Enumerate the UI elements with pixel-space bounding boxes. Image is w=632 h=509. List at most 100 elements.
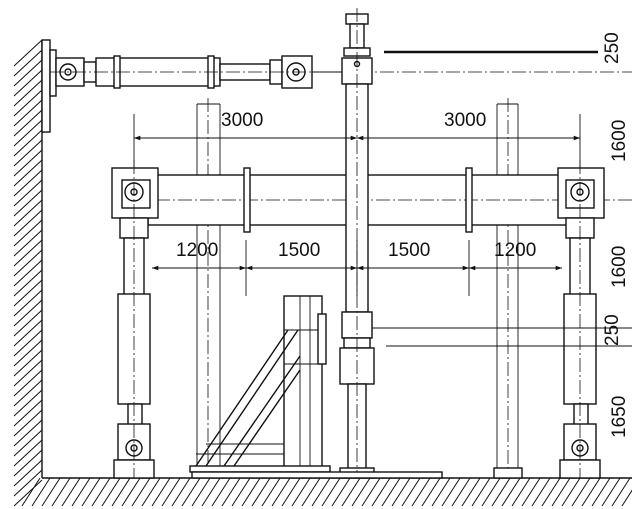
wall-hatch-line <box>13 239 43 267</box>
main-beam <box>112 167 632 233</box>
wall-hatch-line <box>13 369 43 397</box>
floor-hatch-line <box>371 477 391 507</box>
wall-hatch-line <box>13 129 43 157</box>
wall-hatch-line <box>13 119 43 147</box>
wall-hatch-line <box>13 419 43 447</box>
floor-hatch-line <box>281 477 301 507</box>
floor-hatch-line <box>331 477 351 507</box>
floor-hatch-line <box>31 477 51 507</box>
floor-hatch-line <box>551 477 571 507</box>
wall-bracket <box>41 39 57 133</box>
floor-hatch-line <box>601 477 621 507</box>
floor-hatch-line <box>471 477 491 507</box>
floor-hatch-line <box>191 477 211 507</box>
floor-hatch-line <box>271 477 291 507</box>
wall-hatching <box>13 39 43 507</box>
dimension-label-top-left: 3000 <box>221 110 263 131</box>
floor-hatch-line <box>101 477 121 507</box>
floor-hatch-line <box>491 477 511 507</box>
wall-hatch-line <box>13 319 43 347</box>
wall-hatch-line <box>13 209 43 237</box>
wall-hatch-line <box>13 439 43 467</box>
dimension-label-bay-2: 1500 <box>278 240 320 261</box>
wall-hatch-line <box>13 179 43 207</box>
floor-hatch-line <box>381 477 401 507</box>
floor-hatch-line <box>301 477 321 507</box>
floor-hatch-line <box>401 477 421 507</box>
floor-hatch-line <box>581 477 601 507</box>
dimension-label-right-upper: 1600 <box>609 120 630 162</box>
wall-hatch-line <box>13 79 43 107</box>
wall-hatch-line <box>13 89 43 117</box>
right-actuator <box>557 160 605 479</box>
rear-column-left <box>196 98 221 474</box>
floor-hatch-line <box>411 477 431 507</box>
wall-hatch-line <box>13 269 43 297</box>
dimension-label-top-right: 3000 <box>444 110 486 131</box>
wall-hatch-line <box>13 339 43 367</box>
floor-hatch-line <box>121 477 141 507</box>
floor-hatch-line <box>451 477 471 507</box>
floor-hatch-line <box>591 477 611 507</box>
floor-hatch-line <box>611 477 631 507</box>
floor-hatch-line <box>201 477 221 507</box>
dimension-label-bay-3: 1500 <box>388 240 430 261</box>
floor-hatch-line <box>561 477 581 507</box>
wall-hatch-line <box>13 299 43 327</box>
floor-hatch-line <box>181 477 201 507</box>
floor-hatch-line <box>21 477 41 507</box>
floor-hatch-line <box>481 477 501 507</box>
dimension-right-leaders <box>372 50 632 347</box>
wall-hatch-line <box>13 59 43 87</box>
floor-hatch-line <box>131 477 151 507</box>
wall-hatch-line <box>13 359 43 387</box>
floor-hatch-line <box>621 489 632 507</box>
floor-hatch-line <box>231 477 251 507</box>
floor-hatch-line <box>511 477 531 507</box>
floor-hatch-line <box>171 477 191 507</box>
wall-hatch-line <box>13 149 43 177</box>
floor-hatch-line <box>321 477 341 507</box>
dimension-label-right-top: 250 <box>602 32 623 64</box>
floor-hatch-line <box>461 477 481 507</box>
wall-hatch-line <box>13 459 43 487</box>
floor-hatch-line <box>521 477 541 507</box>
wall-hatch-line <box>13 259 43 287</box>
floor-hatch-line <box>161 477 181 507</box>
floor-hatch-line <box>341 477 361 507</box>
floor-hatch-line <box>221 477 241 507</box>
floor-hatch-line <box>501 477 521 507</box>
floor-hatch-line <box>541 477 561 507</box>
floor-hatch-line <box>91 477 111 507</box>
dimension-label-bay-1: 1200 <box>176 240 218 261</box>
wall-hatch-line <box>13 49 43 77</box>
wall-hatch-line <box>13 109 43 137</box>
wall-hatch-line <box>13 399 43 427</box>
wall-hatch-line <box>13 199 43 227</box>
floor-hatch-line <box>261 477 281 507</box>
dimension-label-bay-4: 1200 <box>494 240 536 261</box>
floor-hatch-line <box>311 477 331 507</box>
dimension-bays <box>152 240 562 296</box>
floor-hatch-line <box>241 477 261 507</box>
floor-hatch-line <box>211 477 231 507</box>
wall-hatch-line <box>13 469 43 497</box>
wall-hatch-line <box>13 309 43 337</box>
central-column <box>339 8 375 479</box>
floor-hatch-line <box>111 477 131 507</box>
top-actuator <box>50 55 632 89</box>
left-actuator <box>111 160 159 479</box>
dimension-label-right-middle: 1600 <box>609 246 630 288</box>
floor-hatch-line <box>391 477 411 507</box>
floor-hatch-line <box>81 477 101 507</box>
floor-hatch-line <box>531 477 551 507</box>
floor-hatch-line <box>571 477 591 507</box>
ground-hatching <box>21 477 632 507</box>
wall-hatch-line <box>13 329 43 357</box>
wall-hatch-line <box>13 479 43 507</box>
floor-hatch-line <box>361 477 381 507</box>
floor-hatch-line <box>431 477 451 507</box>
support-frame <box>189 295 443 479</box>
wall-hatch-line <box>13 39 43 67</box>
floor-hatch-line <box>441 477 461 507</box>
